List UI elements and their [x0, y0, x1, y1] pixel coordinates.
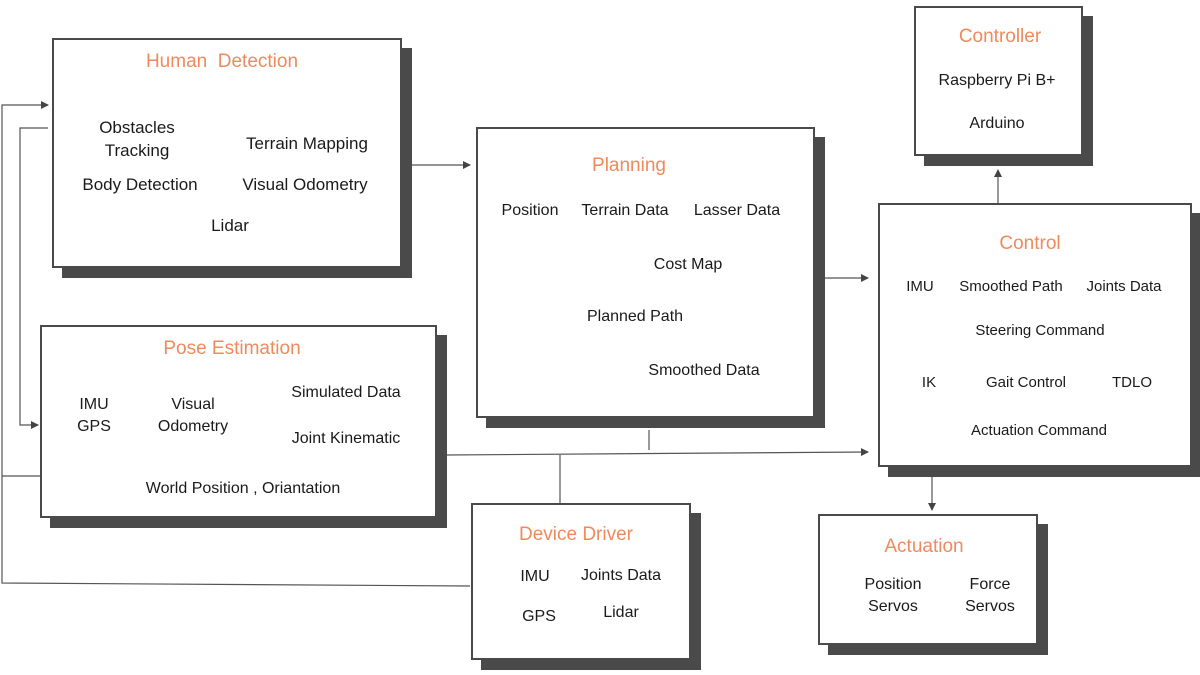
obstacles-label: Obstacles: [99, 118, 175, 137]
pose-estimation-box: [40, 325, 437, 518]
smoothed-data-label: Smoothed Data: [648, 362, 760, 379]
pose-estimation-title: Pose Estimation: [163, 338, 301, 359]
force-label-line1: Force: [969, 576, 1011, 593]
actuation-box: [818, 514, 1038, 645]
driver-lidar-label: Lidar: [603, 604, 639, 621]
device-driver-box: [471, 503, 691, 660]
steering-command-label: Steering Command: [975, 322, 1105, 339]
tracking-label: Tracking: [104, 141, 170, 160]
terrain-data-label: Terrain Data: [581, 202, 669, 219]
terrain-mapping-label: Terrain Mapping: [246, 134, 368, 153]
pose-visual-label: Visual: [171, 396, 215, 413]
gait-control-label: Gait Control: [985, 374, 1067, 391]
control-joints-label: Joints Data: [1086, 278, 1162, 295]
pose-odometry-label: Odometry: [157, 418, 229, 435]
driver-gps-label: GPS: [522, 608, 556, 625]
body-detection-label: Body Detection: [82, 175, 198, 194]
planned-path-label: Planned Path: [586, 308, 684, 325]
controller-box: [914, 6, 1083, 156]
world-position-label: World Position , Oriantation: [145, 480, 341, 497]
smoothed-path-label: Smoothed Path: [959, 278, 1063, 295]
pose-imu-label: IMU: [79, 396, 109, 413]
driver-imu-label: IMU: [520, 568, 550, 585]
planning-title: Planning: [592, 155, 666, 176]
lasser-data-label: Lasser Data: [693, 202, 781, 219]
tdlo-label: TDLO: [1111, 374, 1153, 391]
loop-line-outer: [1, 101, 471, 587]
loop-line-inner: [19, 127, 48, 429]
control-box: [878, 203, 1192, 467]
driver-joints-label: Joints Data: [580, 567, 662, 584]
device-driver-title: Device Driver: [518, 524, 634, 545]
arrow-pose-control: [445, 448, 869, 457]
cost-map-label: Cost Map: [653, 256, 723, 273]
control-title: Control: [999, 233, 1061, 254]
lidar-label: Lidar: [211, 216, 249, 235]
visual-odometry-label: Visual Odometry: [242, 175, 368, 194]
position-label: Position: [501, 202, 559, 219]
controller-title: Controller: [958, 26, 1042, 47]
human-detection-title: Human Detection: [145, 51, 299, 72]
position-label-line1: Position: [864, 576, 922, 593]
actuation-title: Actuation: [884, 536, 964, 557]
arduino-label: Arduino: [969, 115, 1025, 132]
human-detection-box: [52, 38, 402, 268]
ik-label: IK: [921, 374, 937, 391]
actuation-command-label: Actuation Command: [971, 422, 1107, 439]
pose-gps-label: GPS: [77, 418, 111, 435]
joint-kinematic-label: Joint Kinematic: [291, 430, 401, 447]
force-label-line2: Servos: [965, 598, 1015, 615]
simulated-data-label: Simulated Data: [291, 384, 401, 401]
control-imu-label: IMU: [906, 278, 934, 295]
position-label-line2: Servos: [868, 598, 918, 615]
raspberry-label: Raspberry Pi B+: [938, 72, 1056, 89]
planning-box: [476, 127, 815, 418]
